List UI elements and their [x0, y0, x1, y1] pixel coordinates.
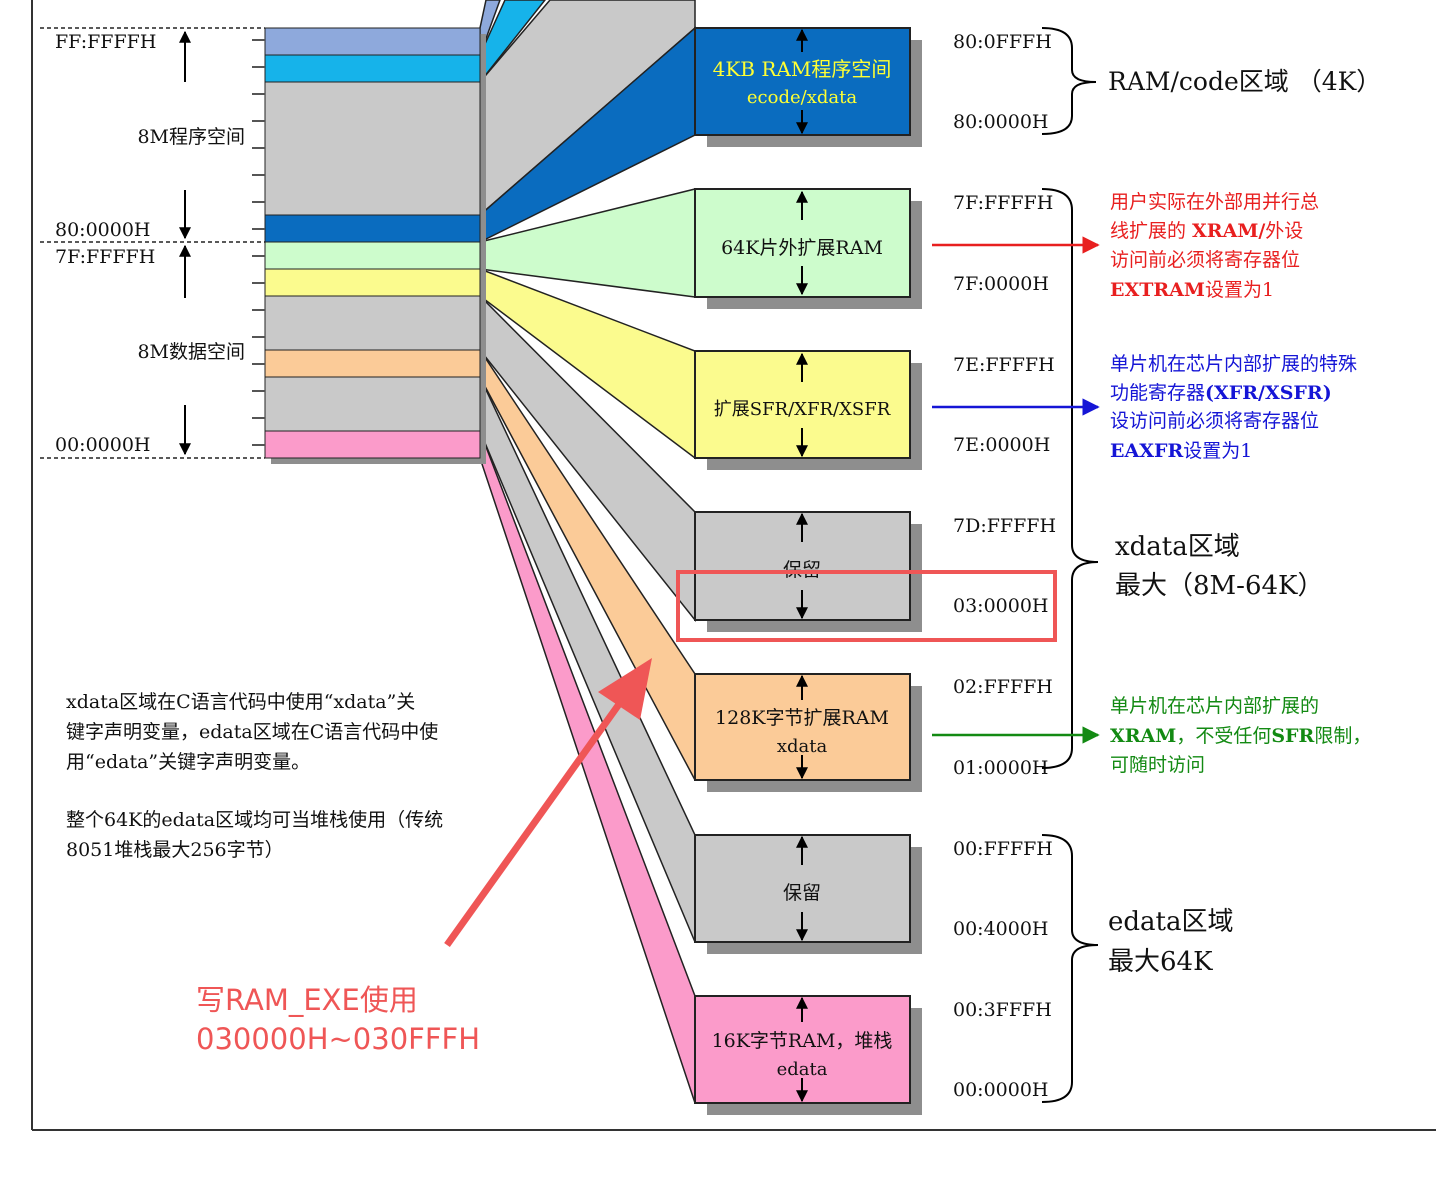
- annotation-text: 写RAM_EXE使用 030000H~030FFFH: [196, 983, 480, 1056]
- region-xdata-size: 最大（8M-64K）: [1115, 571, 1323, 601]
- block-ram-code-label: 4KB RAM程序空间: [713, 57, 892, 81]
- boundary-lines: [40, 27, 265, 459]
- left-labels: FF:FFFFH 8M程序空间 80:0000H 7F:FFFFH 8M数据空间…: [55, 31, 245, 456]
- svg-text:8051堆栈最大256字节）: 8051堆栈最大256字节）: [66, 839, 284, 861]
- label-00-0000h: 00:0000H: [55, 434, 151, 456]
- svg-text:EAXFR设置为1: EAXFR设置为1: [1110, 440, 1252, 462]
- svg-text:线扩展的 XRAM/外设: 线扩展的 XRAM/外设: [1110, 220, 1303, 242]
- addr-7e-0000h: 7E:0000H: [953, 434, 1050, 456]
- label-7f-ffffh: 7F:FFFFH: [55, 246, 155, 268]
- svg-text:单片机在芯片内部扩展的特殊: 单片机在芯片内部扩展的特殊: [1110, 353, 1357, 375]
- braces: [1041, 27, 1099, 1103]
- region-edata-title: edata区域: [1108, 907, 1233, 937]
- svg-text:用“edata”关键字声明变量。: 用“edata”关键字声明变量。: [66, 751, 310, 773]
- region-edata-size: 最大64K: [1108, 947, 1213, 977]
- brace-xdata: [1041, 188, 1099, 769]
- svg-text:访问前必须将寄存器位: 访问前必须将寄存器位: [1110, 249, 1300, 271]
- svg-text:xdata区域在C语言代码中使用“xdata”关: xdata区域在C语言代码中使用“xdata”关: [66, 691, 415, 713]
- addr-02-ffffh: 02:FFFFH: [953, 676, 1053, 698]
- block-reserved-2-label: 保留: [783, 882, 821, 904]
- svg-text:EXTRAM设置为1: EXTRAM设置为1: [1110, 279, 1274, 301]
- addr-80-0fffh: 80:0FFFH: [953, 31, 1052, 53]
- brace-edata: [1041, 834, 1099, 1103]
- svg-text:XRAM，不受任何SFR限制，: XRAM，不受任何SFR限制，: [1110, 725, 1371, 747]
- addr-00-4000h: 00:4000H: [953, 918, 1049, 940]
- svg-text:设访问前必须将寄存器位: 设访问前必须将寄存器位: [1110, 410, 1319, 432]
- brace-ram-code: [1041, 27, 1097, 135]
- highlight-box: [676, 570, 1057, 642]
- addr-01-0000h: 01:0000H: [953, 757, 1049, 779]
- addr-7f-0000h: 7F:0000H: [953, 273, 1049, 295]
- note-red: 用户实际在外部用并行总 线扩展的 XRAM/外设 访问前必须将寄存器位 EXTR…: [1110, 191, 1319, 301]
- addr-7d-ffffh: 7D:FFFFH: [953, 515, 1056, 537]
- block-edata-16k-sublabel: edata: [777, 1059, 828, 1080]
- region-xdata-title: xdata区域: [1115, 532, 1240, 562]
- addr-7e-ffffh: 7E:FFFFH: [953, 354, 1055, 376]
- addr-00-3fffh: 00:3FFFH: [953, 999, 1052, 1021]
- addr-00-ffffh: 00:FFFFH: [953, 838, 1053, 860]
- block-addresses: 80:0FFFH 80:0000H 7F:FFFFH 7F:0000H 7E:F…: [953, 31, 1056, 1101]
- description: xdata区域在C语言代码中使用“xdata”关 键字声明变量，edata区域在…: [66, 691, 443, 861]
- svg-text:用户实际在外部用并行总: 用户实际在外部用并行总: [1110, 191, 1319, 213]
- addr-7f-ffffh: 7F:FFFFH: [953, 192, 1053, 214]
- addr-00-0000h: 00:0000H: [953, 1079, 1049, 1101]
- label-data-space: 8M数据空间: [137, 341, 245, 363]
- note-blue: 单片机在芯片内部扩展的特殊 功能寄存器(XFR/XSFR) 设访问前必须将寄存器…: [1110, 353, 1357, 462]
- annotation-line-2: 030000H~030FFFH: [196, 1022, 480, 1056]
- block-xsfr-label: 扩展SFR/XFR/XSFR: [714, 399, 891, 420]
- annotation-line-1: 写RAM_EXE使用: [196, 983, 418, 1017]
- svg-text:单片机在芯片内部扩展的: 单片机在芯片内部扩展的: [1110, 695, 1319, 717]
- block-ram-code-sublabel: ecode/xdata: [747, 87, 857, 108]
- block-xram-128k-label: 128K字节扩展RAM: [715, 707, 889, 729]
- addr-03-0000h: 03:0000H: [953, 595, 1049, 617]
- connectors: [479, 0, 696, 1104]
- svg-text:可随时访问: 可随时访问: [1110, 754, 1205, 776]
- addr-80-0000h: 80:0000H: [953, 111, 1049, 133]
- label-80-0000h: 80:0000H: [55, 219, 151, 241]
- label-program-space: 8M程序空间: [137, 126, 245, 148]
- block-xram-128k-sublabel: xdata: [777, 736, 828, 757]
- svg-text:功能寄存器(XFR/XSFR): 功能寄存器(XFR/XSFR): [1110, 382, 1332, 404]
- memory-bar: [252, 27, 486, 464]
- region-labels: RAM/code区域 （4K） xdata区域 最大（8M-64K） edata…: [1108, 67, 1381, 977]
- region-ram-code: RAM/code区域 （4K）: [1108, 67, 1381, 96]
- svg-text:键字声明变量，edata区域在C语言代码中使: 键字声明变量，edata区域在C语言代码中使: [66, 721, 438, 743]
- label-ff-ffffh: FF:FFFFH: [55, 31, 156, 53]
- annotation-arrow: [444, 658, 652, 948]
- block-edata-16k-label: 16K字节RAM，堆栈: [712, 1030, 893, 1052]
- svg-text:整个64K的edata区域均可当堆栈使用（传统: 整个64K的edata区域均可当堆栈使用（传统: [66, 809, 443, 831]
- block-ext-ram-label: 64K片外扩展RAM: [721, 237, 883, 259]
- note-green: 单片机在芯片内部扩展的 XRAM，不受任何SFR限制， 可随时访问: [1110, 695, 1371, 776]
